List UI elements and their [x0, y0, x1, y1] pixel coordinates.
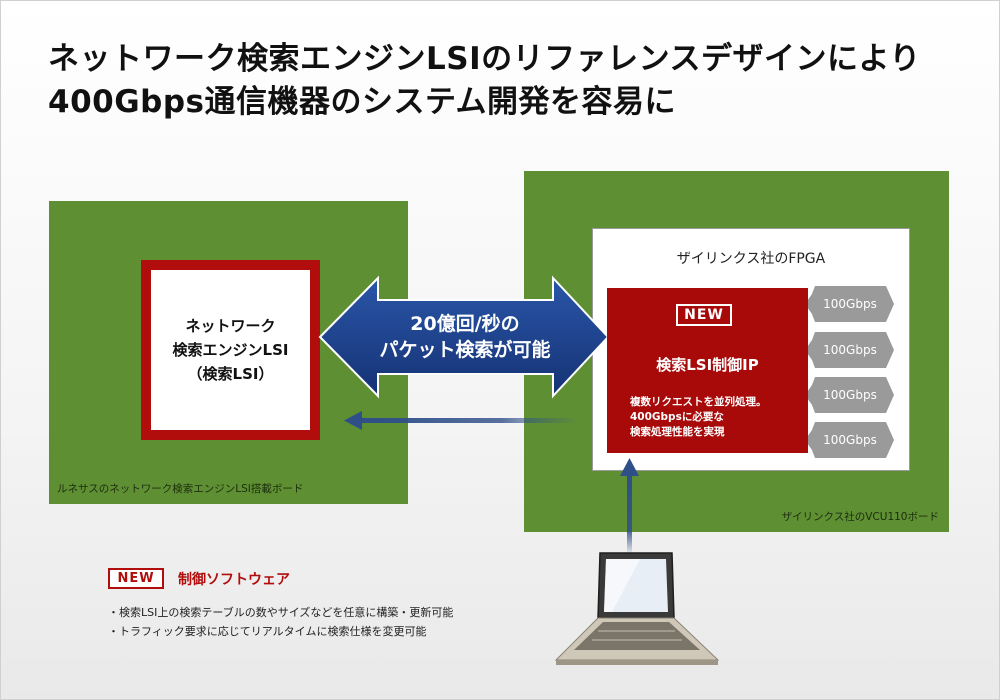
port-arrows	[805, 286, 894, 458]
software-title: 制御ソフトウェア	[178, 572, 290, 588]
ip-desc-line-2: 400Gbpsに必要な	[630, 411, 724, 423]
lsi-line-1: ネットワーク	[185, 317, 276, 335]
search-lsi-control-ip: NEW 検索LSI制御IP 複数リクエストを並列処理。 400Gbpsに必要な …	[607, 288, 808, 453]
port-arrow-2	[805, 332, 894, 368]
search-rate-label: 20億回/秒の パケット検索が可能	[350, 311, 580, 363]
software-bullet-1: ・検索LSI上の検索テーブルの数やサイズなどを任意に構築・更新可能	[108, 606, 454, 619]
software-new-badge: NEW	[108, 568, 164, 589]
software-description: ・検索LSI上の検索テーブルの数やサイズなどを任意に構築・更新可能 ・トラフィッ…	[108, 603, 453, 641]
port-arrow-1	[805, 286, 894, 322]
ip-desc-line-3: 検索処理性能を実現	[630, 426, 725, 438]
return-arrow	[344, 411, 578, 430]
lsi-line-3: （検索LSI）	[187, 365, 274, 383]
title-line-1: ネットワーク検索エンジンLSIのリファレンスデザインにより	[48, 41, 921, 77]
software-up-arrow	[620, 458, 639, 555]
search-rate-line-2: パケット検索が可能	[379, 339, 551, 361]
port-arrow-4	[805, 422, 894, 458]
ip-title: 検索LSI制御IP	[656, 356, 759, 374]
laptop-icon	[554, 552, 720, 665]
title-line-2: 400Gbps通信機器のシステム開発を容易に	[48, 84, 677, 120]
search-lsi-chip: ネットワーク 検索エンジンLSI （検索LSI）	[141, 260, 320, 440]
lsi-line-2: 検索エンジンLSI	[172, 341, 289, 359]
software-bullet-2: ・トラフィック要求に応じてリアルタイムに検索仕様を変更可能	[108, 625, 427, 638]
port-label-4: 100Gbps	[823, 433, 877, 447]
port-label-2: 100Gbps	[823, 343, 877, 357]
ip-desc-line-1: 複数リクエストを並列処理。	[630, 396, 767, 408]
port-label-3: 100Gbps	[823, 388, 877, 402]
fpga-title: ザイリンクス社のFPGA	[676, 251, 826, 267]
search-rate-line-1: 20億回/秒の	[410, 313, 520, 335]
renesas-board-label: ルネサスのネットワーク検索エンジンLSI搭載ボード	[57, 483, 304, 495]
port-arrow-3	[805, 377, 894, 413]
ip-new-badge: NEW	[676, 304, 732, 326]
page-title: ネットワーク検索エンジンLSIのリファレンスデザインにより 400Gbps通信機…	[48, 38, 968, 124]
ip-description: 複数リクエストを並列処理。 400Gbpsに必要な 検索処理性能を実現	[630, 395, 767, 440]
port-label-1: 100Gbps	[823, 297, 877, 311]
vcu110-board-label: ザイリンクス社のVCU110ボード	[781, 511, 939, 523]
